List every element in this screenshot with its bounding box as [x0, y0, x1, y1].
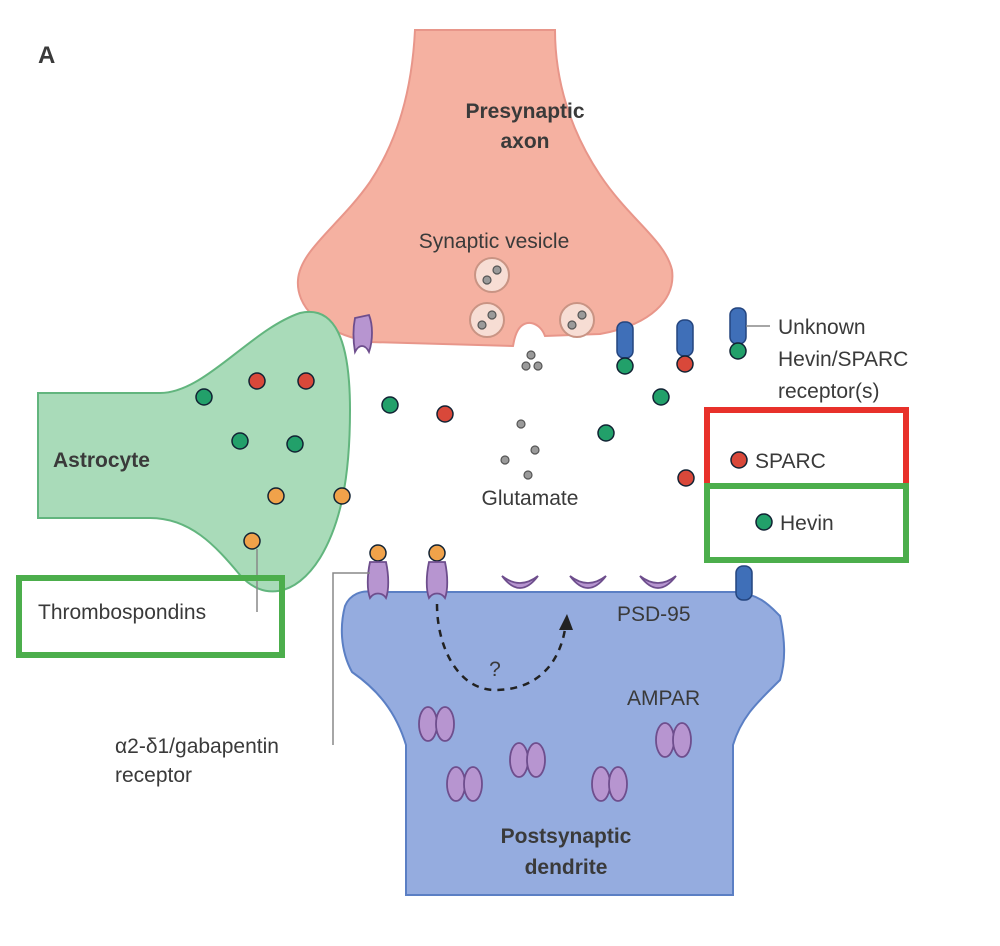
- cleft-dots: [333, 388, 695, 562]
- hevin-dot: [286, 435, 304, 453]
- alpha2-delta1-leader: [332, 572, 370, 745]
- ampar-receptor: [655, 722, 692, 758]
- ampar-receptor: [509, 742, 546, 778]
- hevin-legend-dot: [755, 513, 773, 531]
- postsynaptic-label-2: dendrite: [525, 856, 608, 879]
- synaptic-vesicle: [559, 302, 595, 338]
- hevin-highlight-box: [704, 483, 909, 563]
- hevin-sparc-receptor: [676, 319, 694, 373]
- hevin-label: Hevin: [780, 512, 834, 535]
- synaptic-vesicle: [469, 302, 505, 338]
- ampar-receptor: [418, 706, 455, 742]
- alpha2-delta1-receptor: [425, 561, 449, 600]
- unknown-receptor-label-3: receptor(s): [778, 380, 880, 403]
- hevin-dot: [231, 432, 249, 450]
- alpha2-delta1-receptor: [366, 561, 390, 600]
- postsynaptic-dendrite: [340, 590, 786, 896]
- ampar-receptor: [591, 766, 628, 802]
- sparc-dot: [297, 372, 315, 390]
- glutamate-label: Glutamate: [482, 487, 579, 510]
- hevin-dot: [652, 388, 670, 406]
- hevin-dot: [381, 396, 399, 414]
- psd95-protein: [569, 575, 607, 589]
- thrombospondins-highlight-box: [16, 575, 285, 658]
- sparc-dot: [436, 405, 454, 423]
- signaling-arrowhead: [559, 614, 573, 630]
- thrombospondin-dot: [333, 487, 351, 505]
- astrocyte-process: [37, 310, 352, 593]
- thrombospondins-label: Thrombospondins: [38, 601, 206, 624]
- psd95-protein: [639, 575, 677, 589]
- psd95-label: PSD-95: [617, 603, 691, 626]
- ampar-label: AMPAR: [627, 687, 700, 710]
- sparc-dot: [677, 469, 695, 487]
- psd95-protein: [501, 575, 539, 589]
- thrombospondin-dot: [243, 532, 261, 550]
- unknown-receptor-label: Unknown: [778, 316, 866, 339]
- synaptic-vesicle: [474, 257, 510, 293]
- postsynaptic-blue-receptor: [735, 565, 753, 601]
- panel-letter: A: [38, 42, 55, 69]
- presynaptic-label-2: axon: [500, 130, 549, 153]
- hevin-dot: [597, 424, 615, 442]
- presynaptic-label: Presynaptic: [465, 100, 584, 123]
- postsynaptic-label: Postsynaptic: [501, 825, 632, 848]
- sparc-legend-dot: [730, 451, 748, 469]
- question-mark: ?: [489, 658, 501, 681]
- presynaptic-purple-receptor: [352, 313, 373, 355]
- alpha2-delta1-label-2: receptor: [115, 764, 192, 787]
- thrombospondin-dot: [369, 544, 387, 562]
- presynaptic-axon: [296, 29, 674, 348]
- astrocyte-dots: [195, 372, 315, 550]
- ampar-receptor: [446, 766, 483, 802]
- synaptic-vesicle-label: Synaptic vesicle: [419, 230, 570, 253]
- glutamate-release: [500, 350, 543, 480]
- hevin-sparc-receptor: [616, 321, 634, 375]
- sparc-label: SPARC: [755, 450, 826, 473]
- alpha2-delta1-label: α2-δ1/gabapentin: [115, 735, 279, 758]
- sparc-highlight-box: [704, 407, 909, 489]
- thrombospondin-dot: [267, 487, 285, 505]
- sparc-dot: [248, 372, 266, 390]
- hevin-sparc-receptor: [729, 307, 747, 360]
- thrombospondin-dot: [428, 544, 446, 562]
- hevin-dot: [195, 388, 213, 406]
- astrocyte-label: Astrocyte: [53, 449, 150, 472]
- unknown-receptor-label-2: Hevin/SPARC: [778, 348, 908, 371]
